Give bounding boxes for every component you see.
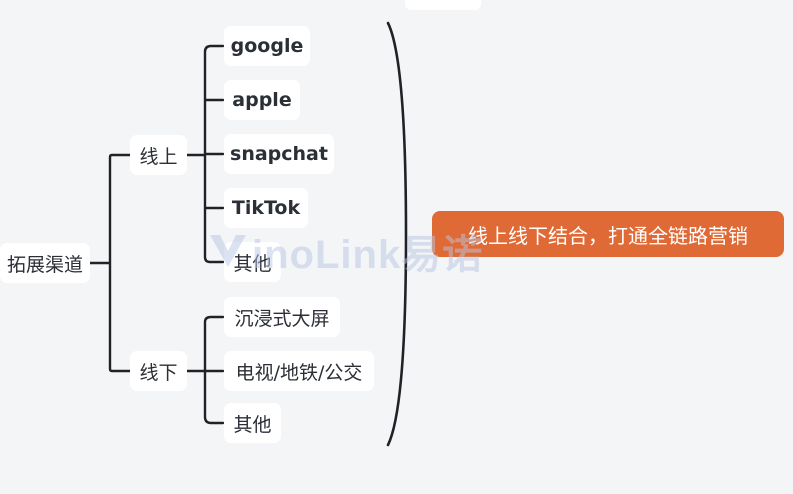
leaf-node-immersive-screen[interactable]: 沉浸式大屏: [224, 297, 340, 337]
summary-label: 线上线下结合，打通全链路营销: [468, 223, 748, 248]
summary-brace: [386, 21, 408, 447]
root-node[interactable]: 拓展渠道: [0, 243, 90, 283]
cropped-top-node: [405, 0, 481, 10]
leaf-label: TikTok: [231, 197, 301, 219]
online-connector: [185, 44, 225, 264]
summary-node[interactable]: 线上线下结合，打通全链路营销: [432, 211, 784, 257]
leaf-node-snapchat[interactable]: snapchat: [224, 134, 334, 174]
offline-connector: [185, 315, 225, 425]
branch-online-label: 线上: [139, 145, 178, 168]
leaf-node-offline-other[interactable]: 其他: [224, 403, 281, 443]
leaf-label: apple: [232, 89, 292, 111]
branch-node-online[interactable]: 线上: [130, 135, 187, 175]
leaf-node-online-other[interactable]: 其他: [224, 242, 281, 282]
leaf-label: 电视/地铁/公交: [235, 361, 363, 384]
branch-node-offline[interactable]: 线下: [130, 351, 187, 391]
leaf-node-tv-metro-bus[interactable]: 电视/地铁/公交: [224, 351, 374, 391]
leaf-node-google[interactable]: google: [224, 26, 310, 66]
branch-offline-label: 线下: [139, 361, 178, 384]
root-connector: [88, 153, 133, 373]
leaf-node-apple[interactable]: apple: [224, 80, 300, 120]
leaf-label: 其他: [233, 413, 272, 436]
leaf-label: google: [230, 35, 304, 57]
leaf-label: snapchat: [230, 143, 328, 165]
leaf-node-tiktok[interactable]: TikTok: [224, 188, 308, 228]
leaf-label: 沉浸式大屏: [234, 307, 330, 330]
root-label: 拓展渠道: [6, 253, 83, 276]
leaf-label: 其他: [233, 252, 272, 275]
